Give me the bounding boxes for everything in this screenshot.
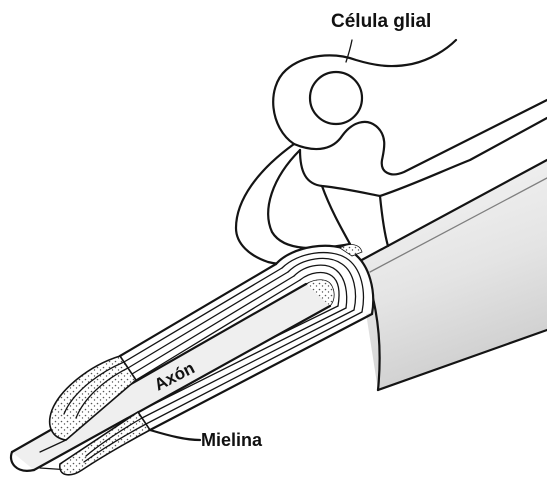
myelin-label: Mielina (201, 430, 263, 450)
glial-cell-label: Célula glial (331, 11, 431, 32)
